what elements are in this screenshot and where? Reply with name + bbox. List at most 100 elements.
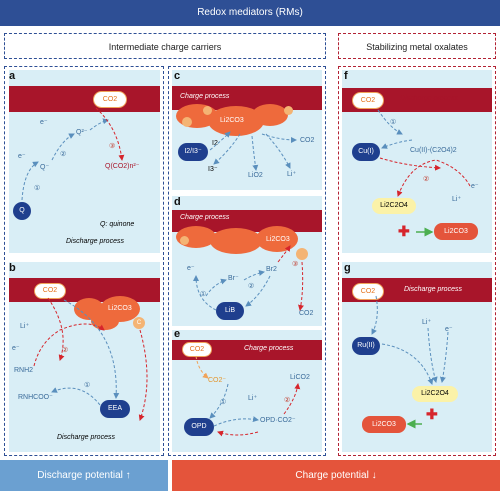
panel-f-arrow-3	[379, 157, 441, 171]
panel-f-arrow-1	[377, 109, 403, 135]
panel-e-co2-pill: CO2	[182, 342, 212, 357]
panel-d-br: Br⁻	[228, 275, 239, 282]
panel-c-li: Li⁺	[287, 171, 297, 178]
panel-c-arrow-2	[213, 133, 241, 165]
panel-a-n1: ①	[34, 185, 41, 192]
panel-f-n1: ①	[390, 119, 397, 126]
panel-b-arrow-2	[33, 323, 105, 367]
panel-b-li: Li⁺	[20, 323, 30, 330]
panel-a-n2: ②	[60, 151, 67, 158]
panel-e-n2: ②	[284, 397, 291, 404]
panel-a-electrolyte-banner	[9, 86, 160, 112]
panel-e-arrow-3	[213, 416, 259, 427]
panel-a-e1: e⁻	[40, 119, 48, 126]
panel-g-oxalate: Li2C2O4	[412, 386, 458, 402]
panel-b-arrow-4	[51, 387, 101, 406]
panel-b-n2: ②	[62, 347, 69, 354]
panel-b-arrow-1	[47, 297, 65, 361]
panel-a-arrow-2	[51, 133, 75, 161]
panel-b-c-node: C	[133, 317, 145, 329]
panel-a-process: Discharge process	[66, 238, 124, 245]
panel-a-product: Q(CO2)n²⁻	[105, 163, 140, 170]
panel-e-arrow-2	[209, 383, 229, 419]
panel-f-letter: f	[344, 70, 348, 82]
panel-d-arrow-6	[298, 261, 304, 311]
panel-c-c-dot-3	[284, 106, 293, 115]
panel-c-arrow-4	[261, 133, 297, 143]
panel-e-letter: e	[174, 328, 181, 340]
panel-c-crystal-label: Li2CO3	[220, 117, 244, 124]
panel-a-arrow-4	[95, 107, 125, 161]
panel-d-arrow-2	[205, 278, 227, 297]
panel-d-co2: CO2	[299, 310, 314, 317]
panel-b-letter: b	[9, 262, 16, 274]
panel-a-letter: a	[9, 70, 16, 82]
panel-e-arrow-1	[195, 355, 209, 379]
panel-e-opd-node: OPD	[184, 418, 214, 436]
panel-e-arrow-5	[283, 383, 301, 415]
panel-b-co2-pill: CO2	[34, 283, 66, 299]
panel-b-crystal-3	[91, 312, 119, 330]
panel-d-arrow-4	[245, 275, 271, 307]
section-header-oxalates: Stabilizing metal oxalates	[338, 33, 496, 59]
panel-g-arrow-2	[381, 343, 434, 385]
panel-d-arrow-1	[193, 275, 217, 311]
discharge-potential-bar: Discharge potential ↑	[0, 460, 168, 491]
panel-b-arrow-3	[138, 329, 148, 421]
panel-f-carbonate: Li2CO3	[434, 223, 478, 240]
panel-g-process: Discharge process	[404, 286, 462, 293]
panel-d-crystal-label: Li2CO3	[266, 236, 290, 243]
panel-b-rnhcoo: RNHCOO⁻	[18, 394, 53, 401]
panel-a-e2: e⁻	[18, 153, 26, 160]
panel-g-letter: g	[344, 262, 351, 274]
panel-d-arrow-5	[277, 245, 291, 263]
panel-c-c-dot-2	[203, 106, 212, 115]
panel-c-i2i3-node: I2/I3⁻	[178, 143, 208, 161]
panel-g-e: e⁻	[445, 326, 453, 333]
panel-g-co2-pill: CO2	[352, 283, 384, 300]
panel-a-co2-pill: CO2	[93, 91, 127, 108]
panel-e-complex: OPD·CO2⁻	[260, 417, 296, 424]
panel-d-c-dot-1	[180, 236, 189, 245]
panel-d-n3: ③	[292, 261, 299, 268]
panel-g-arrow-4	[439, 331, 449, 383]
panel-d-crystal-2	[210, 228, 262, 254]
panel-c-arrow-1	[209, 131, 231, 151]
panel-d-c-dot-2	[296, 248, 308, 260]
panel-b-crystal-label: Li2CO3	[108, 305, 132, 312]
page-title: Redox mediators (RMs)	[0, 0, 500, 26]
panel-c-arrow-3	[251, 135, 259, 171]
panel-d-lib-node: LiB	[216, 302, 244, 320]
panel-d-arrow-3	[243, 270, 265, 281]
panel-f-n2: ②	[423, 176, 430, 183]
panel-f-cu-node: Cu(I)	[352, 143, 380, 161]
charge-potential-bar: Charge potential ↓	[172, 460, 500, 491]
panel-d-n1: ①	[200, 291, 207, 298]
section-header-intermediate: Intermediate charge carriers	[4, 33, 326, 59]
panel-c-process: Charge process	[180, 93, 230, 100]
panel-e-arrow-4	[217, 430, 259, 437]
panel-g-li: Li⁺	[422, 319, 432, 326]
panel-a-quinone-node: Q	[13, 202, 31, 220]
panel-c-arrow-5	[265, 133, 291, 169]
panel-g-arrow-3	[427, 327, 438, 383]
panel-c-i2: I2	[212, 140, 218, 147]
panel-c-lio2: LiO2	[248, 172, 263, 179]
panel-d-process: Charge process	[180, 214, 230, 221]
panel-f-co2-pill: CO2	[352, 92, 384, 109]
panel-d-n2: ②	[248, 283, 255, 290]
group-box-oxalate-right	[338, 66, 496, 456]
group-box-charge-middle	[168, 66, 326, 456]
panel-a-n3: ③	[109, 143, 116, 150]
panel-f-complex: Cu(II)-(C2O4)2	[410, 147, 457, 154]
panel-c-crystal-3	[252, 104, 288, 126]
panel-f-e: e⁻	[471, 183, 479, 190]
panel-e-co2m: CO2⁻	[208, 377, 227, 384]
panel-b-rnh2: RNH2	[14, 367, 34, 374]
panel-e-li: Li⁺	[248, 395, 258, 402]
panel-d-crystal-3	[256, 226, 298, 252]
panel-a-arrow-1	[21, 161, 39, 201]
panel-b-eea-node: EEA	[100, 400, 130, 418]
panel-f-arrow-4	[396, 159, 471, 197]
group-box-discharge-left	[4, 66, 164, 456]
